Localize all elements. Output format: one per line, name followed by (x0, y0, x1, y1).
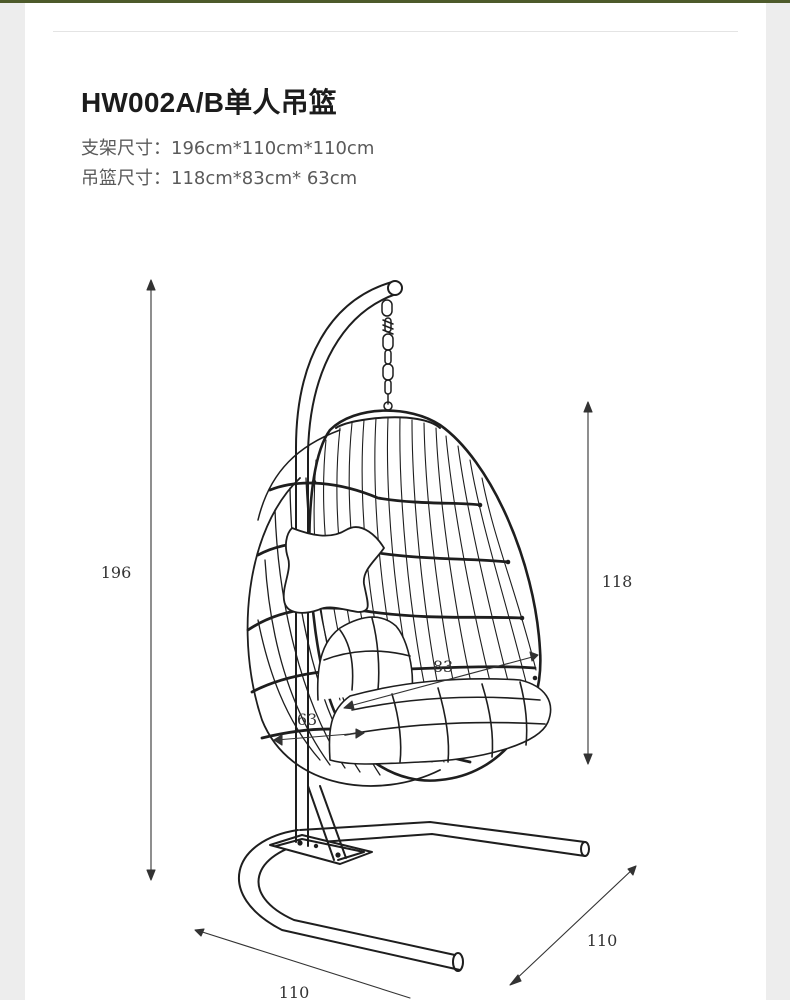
dim-total-height: 196 (101, 563, 132, 582)
dim-basket-depth: 63 (297, 710, 317, 729)
hanging-chair-diagram: 196 118 83 63 110 110 (101, 279, 637, 1000)
stand-pole (295, 280, 403, 771)
dimension-lines (146, 279, 637, 999)
seat-cushion (316, 616, 552, 765)
dim-base-width: 110 (587, 931, 618, 950)
dim-basket-height: 118 (602, 572, 633, 591)
pillow (282, 526, 385, 614)
divider-line (53, 31, 738, 32)
stand-base (238, 769, 590, 972)
basket-size-text: 吊篮尺寸：118cm*83cm* 63cm (81, 168, 358, 189)
product-title: HW002A/B单人吊篮 (81, 87, 337, 118)
product-spec-card: HW002A/B单人吊篮 支架尺寸：196cm*110cm*110cm 吊篮尺寸… (25, 3, 766, 1000)
dim-basket-width: 83 (433, 657, 453, 676)
chain (381, 299, 394, 411)
dim-base-depth: 110 (279, 983, 310, 1000)
frame-size-text: 支架尺寸：196cm*110cm*110cm (81, 138, 375, 159)
top-accent-bar (0, 0, 790, 3)
